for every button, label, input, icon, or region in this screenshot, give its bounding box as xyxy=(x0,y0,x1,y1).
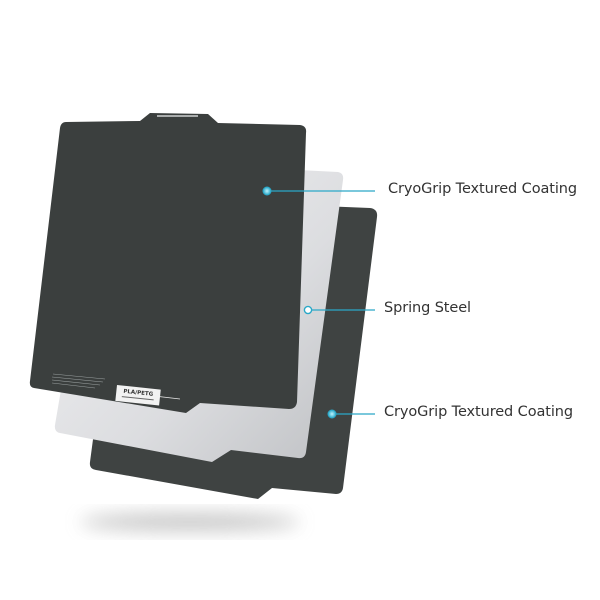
callout-label-spring-steel: Spring Steel xyxy=(384,300,471,316)
callout-label-top-coating: CryoGrip Textured Coating xyxy=(388,181,577,197)
callout-dot-bottom xyxy=(327,409,337,419)
svg-text:PLA/PETG: PLA/PETG xyxy=(123,389,154,398)
callout-dot-middle xyxy=(303,305,313,315)
callout-label-bottom-coating: CryoGrip Textured Coating xyxy=(384,404,573,420)
front-coating-plate xyxy=(29,113,307,413)
plate-sticker: PLA/PETG xyxy=(115,385,161,406)
fine-print xyxy=(51,373,106,389)
callout-dot-top xyxy=(262,186,272,196)
floor-shadow xyxy=(80,513,300,531)
